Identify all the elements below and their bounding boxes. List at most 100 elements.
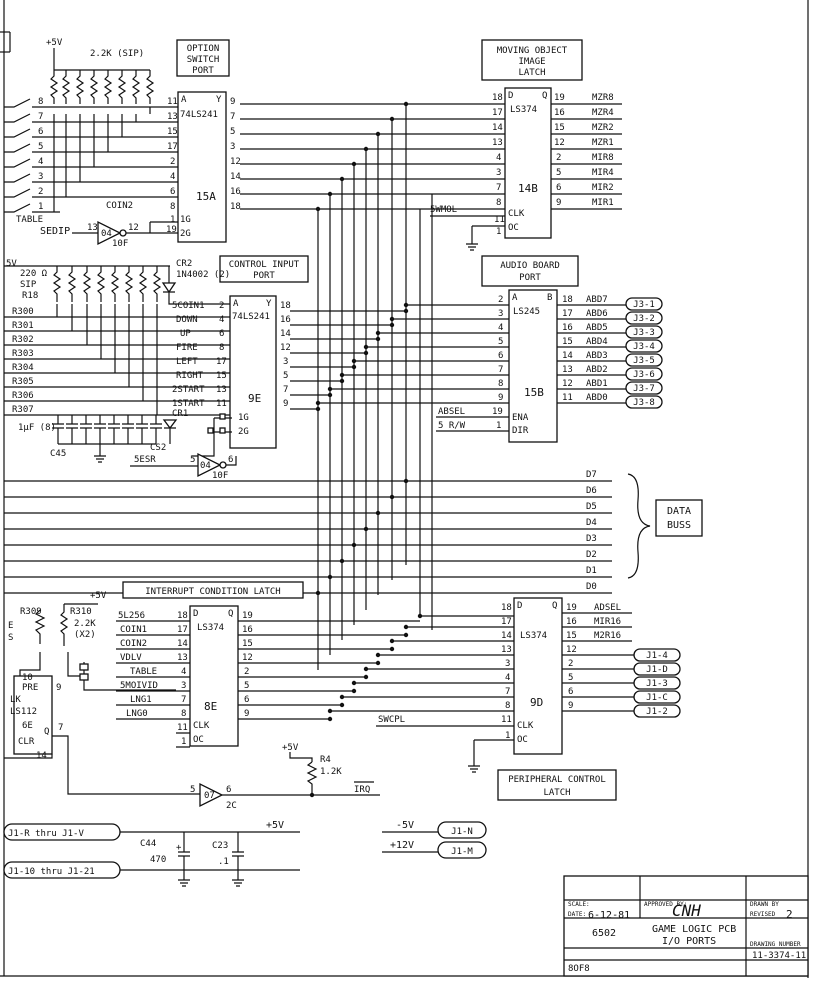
- option-to-latch-wires: [240, 103, 505, 210]
- pin-label: 14: [230, 172, 241, 182]
- pin-label: 6: [228, 455, 233, 465]
- pin-label: 14: [492, 123, 503, 133]
- audio-heading-2: PORT: [519, 273, 541, 283]
- r310-val: 2.2K: [74, 619, 96, 629]
- pin-label: 15: [216, 371, 227, 381]
- pin-label: 12: [280, 343, 291, 353]
- pin-2g: 2G: [238, 427, 249, 437]
- pin-label: 16: [554, 108, 565, 118]
- irq-driver: +5V R4 1.2K 5 07 6 2C IRQ: [190, 743, 380, 811]
- pin-label: 14: [501, 631, 512, 641]
- ff-ref: 6E: [22, 721, 33, 731]
- sesr-label: 5ESR: [134, 455, 156, 465]
- pin-y: Y: [266, 299, 272, 309]
- pin-label: 3: [283, 357, 288, 367]
- pin-label: 11: [494, 215, 505, 225]
- int-input: COIN2: [120, 639, 147, 649]
- pin-label: 12: [128, 223, 139, 233]
- pin-label: 7: [230, 112, 235, 122]
- mo-output: MZR1: [592, 138, 614, 148]
- ctl-input: RIGHT: [176, 371, 204, 381]
- pin-1g: 1G: [238, 413, 249, 423]
- pin-label: 18: [501, 603, 512, 613]
- pin-label: 16: [280, 315, 291, 325]
- switch-num: 6: [38, 127, 43, 137]
- bus-line-label: D4: [586, 518, 597, 528]
- pin-label: 9: [244, 709, 249, 719]
- pin-dir: DIR: [512, 426, 529, 436]
- pin-label: 13: [562, 365, 573, 375]
- bus-line-label: D2: [586, 550, 597, 560]
- table-label: TABLE: [16, 215, 43, 225]
- pin-label: 5: [230, 127, 235, 137]
- pin-label: 14: [36, 751, 47, 761]
- pin-clk: CLK: [193, 721, 210, 731]
- ctl-input: UP: [180, 329, 191, 339]
- pin-label: 14: [562, 351, 573, 361]
- pin-label: 11: [216, 399, 227, 409]
- j1-connectors: J1-4 J1-D J1-3 J1-C J1-2: [633, 648, 681, 718]
- bus-line-label: D0: [586, 582, 597, 592]
- option-resistor-network: [49, 70, 155, 104]
- pin-label: 13: [167, 112, 178, 122]
- pc-output: ADSEL: [594, 603, 621, 613]
- pin-label: 8: [181, 709, 186, 719]
- pin-oc: OC: [508, 223, 519, 233]
- pin-label: 8: [219, 343, 224, 353]
- pin-label: 6: [226, 785, 231, 795]
- mo-heading-1: MOVING OBJECT: [497, 46, 568, 56]
- mo-output: MIR8: [592, 153, 614, 163]
- chip-8e-ref: 8E: [204, 700, 217, 713]
- bus-line-label: D7: [586, 470, 597, 480]
- j3-pin: J3-1: [633, 300, 655, 310]
- mo-output: MIR2: [592, 183, 614, 193]
- drawing-title-2: I/O PORTS: [662, 936, 716, 947]
- switch-num: 5: [38, 142, 43, 152]
- ctl-input: 1START: [172, 399, 205, 409]
- scale-label: SCALE:: [568, 901, 590, 908]
- pin-label: 16: [242, 625, 253, 635]
- switch-num: 7: [38, 112, 43, 122]
- pin-label: 17: [216, 357, 227, 367]
- plus-sign: +: [176, 843, 182, 853]
- chip-9e-type: 74LS241: [232, 312, 270, 322]
- pin-label: 3: [505, 659, 510, 669]
- pin-label: 16: [566, 617, 577, 627]
- pin-label: 15: [554, 123, 565, 133]
- switch-num: 8: [38, 97, 43, 107]
- pin-label: 9: [56, 683, 61, 693]
- pin-label: 13: [216, 385, 227, 395]
- pin-label: 13: [492, 138, 503, 148]
- int-input: 5MOIVID: [120, 681, 158, 691]
- pin-label: 7: [505, 687, 510, 697]
- mo-heading-3: LATCH: [518, 68, 545, 78]
- pin-label: 7: [58, 723, 63, 733]
- sheet-number: 8OF8: [568, 964, 590, 974]
- chip-15a-ref: 15A: [196, 190, 216, 203]
- data-bus-label-2: BUSS: [667, 520, 691, 531]
- pin-label: 19: [566, 603, 577, 613]
- j1-pin: J1-3: [646, 679, 668, 689]
- ctl-capacitor-bank: [52, 415, 162, 463]
- option-switch-port: OPTION SWITCH PORT +5V 2.2K (SIP) 8 7 6 …: [4, 38, 241, 249]
- bus-line-label: D6: [586, 486, 597, 496]
- audio-output: ABD4: [586, 337, 608, 347]
- pin-label: 19: [166, 225, 177, 235]
- c44-label: C44: [140, 839, 156, 849]
- r-label: R301: [12, 321, 34, 331]
- date-value: 6-12-81: [588, 910, 630, 921]
- cr1-label: CR1: [172, 409, 188, 419]
- pin-label: 2: [170, 157, 175, 167]
- audio-output: ABD6: [586, 309, 608, 319]
- pin-label: 5: [190, 785, 195, 795]
- ctl-input: DOWN: [176, 315, 198, 325]
- r-label: R307: [12, 405, 34, 415]
- pin-label: 16: [562, 323, 573, 333]
- pin-label: 3: [181, 681, 186, 691]
- mo-output: MIR4: [592, 168, 614, 178]
- ff-clr: CLR: [18, 737, 35, 747]
- pin-label: 4: [170, 172, 175, 182]
- j3-pin: J3-6: [633, 370, 655, 380]
- pc-output: M2R16: [594, 631, 621, 641]
- pin-label: 7: [498, 365, 503, 375]
